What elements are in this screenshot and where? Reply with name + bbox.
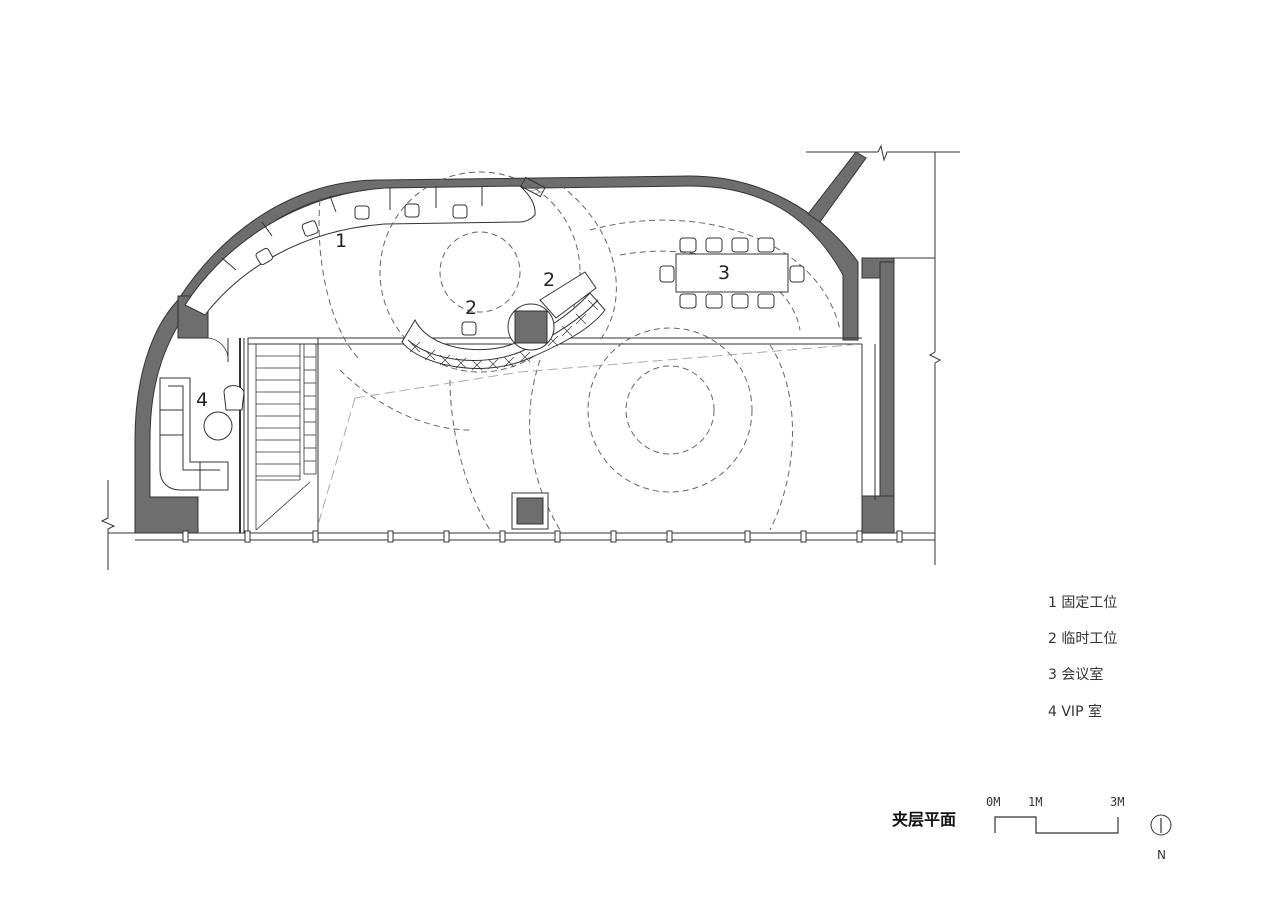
- chair: [757, 237, 775, 253]
- chair: [301, 220, 319, 237]
- room-numbers: 1 2 2 3 4: [196, 230, 730, 411]
- legend: 1 固定工位 2 临时工位 3 会议室 4 VIP 室: [1048, 595, 1117, 720]
- chair: [404, 203, 420, 218]
- scale-bar: 0M 1M 3M: [986, 795, 1124, 834]
- scale-label-0m: 0M: [986, 795, 1000, 809]
- vip-furniture: [159, 377, 245, 491]
- chair: [659, 265, 675, 283]
- chair: [731, 293, 749, 309]
- chair: [705, 293, 723, 309]
- chair: [354, 205, 370, 220]
- temp-desk-curve: [401, 271, 606, 369]
- chair: [679, 237, 697, 253]
- chair: [705, 237, 723, 253]
- chair: [255, 247, 273, 265]
- north-label: N: [1157, 848, 1166, 862]
- glass-mullions: [182, 530, 903, 543]
- central-column: [507, 303, 555, 351]
- void-outline: [317, 343, 863, 526]
- armchair: [223, 385, 245, 411]
- room-label-2a: 2: [465, 297, 477, 319]
- legend-item-1: 1 固定工位: [1048, 595, 1117, 611]
- staircase: [255, 343, 317, 531]
- room-label-2b: 2: [543, 269, 555, 291]
- right-wall-lower: [879, 261, 895, 503]
- chair: [452, 204, 468, 219]
- scale-label-1m: 1M: [1028, 795, 1042, 809]
- right-pillar: [861, 495, 895, 534]
- room-label-4: 4: [196, 389, 208, 411]
- void-square: [511, 492, 549, 530]
- round-table: [203, 411, 233, 441]
- meeting-table: [659, 237, 805, 309]
- north-arrow-icon: N: [1150, 814, 1172, 862]
- chair: [789, 265, 805, 283]
- l-sofa: [159, 377, 229, 491]
- chair: [461, 321, 477, 336]
- fixed-desk-band: [184, 176, 546, 316]
- temp-desk-chair: [461, 321, 477, 336]
- temp-desk-crosses: [409, 299, 599, 371]
- room-label-3: 3: [718, 262, 730, 284]
- chair: [757, 293, 775, 309]
- plan-title: 夹层平面: [892, 810, 956, 829]
- room-label-1: 1: [335, 230, 347, 252]
- legend-item-2: 2 临时工位: [1048, 631, 1117, 647]
- fixed-desk-chairs: [255, 203, 468, 265]
- legend-item-3: 3 会议室: [1048, 666, 1103, 683]
- legend-item-4: 4 VIP 室: [1048, 703, 1102, 720]
- ceiling-circles: [318, 171, 841, 531]
- angled-wall: [807, 151, 867, 223]
- chair: [731, 237, 749, 253]
- chair: [679, 293, 697, 309]
- scale-label-3m: 3M: [1110, 795, 1124, 809]
